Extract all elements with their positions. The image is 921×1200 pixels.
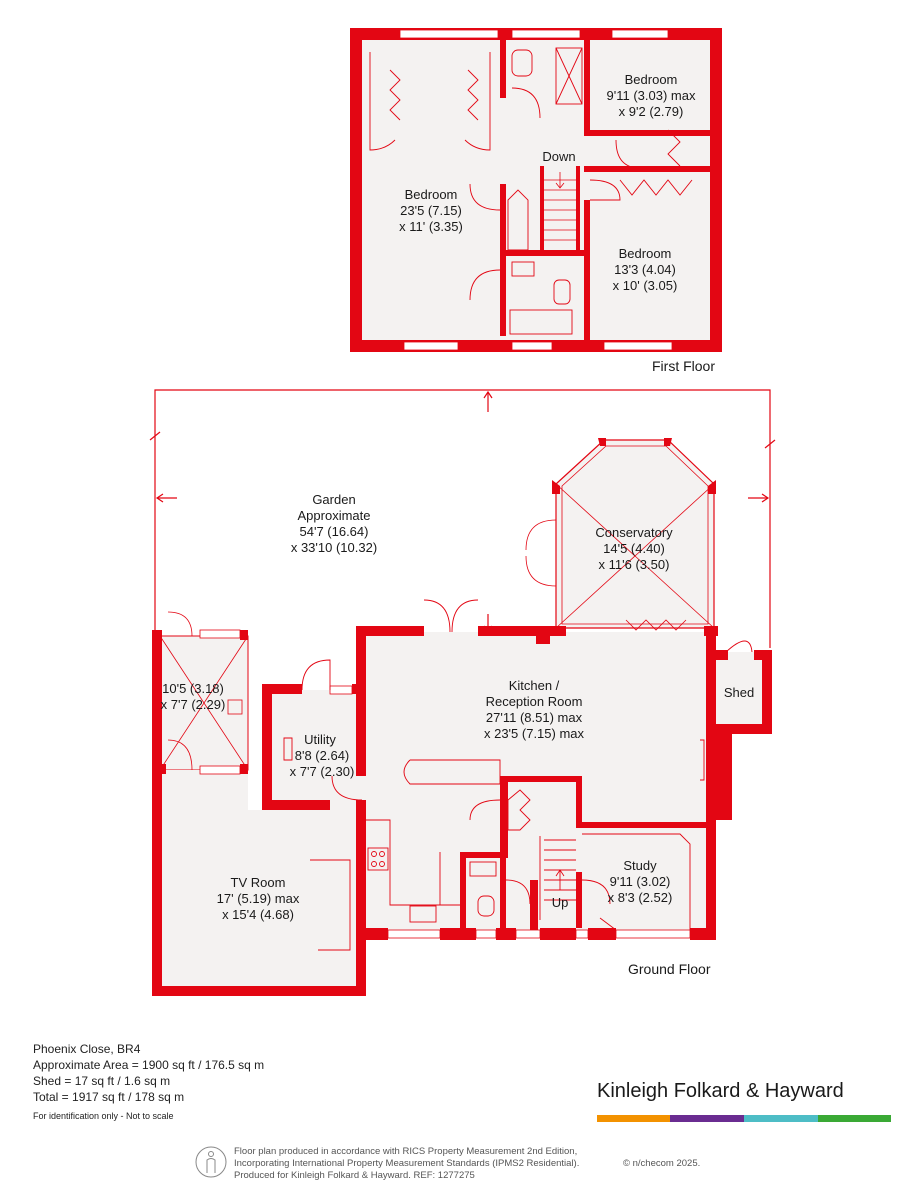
bedroom-2-label: Bedroom	[625, 72, 678, 87]
first-floor-label: First Floor	[652, 358, 715, 374]
disclaimer: For identification only - Not to scale	[33, 1111, 174, 1121]
study-label: Study	[623, 858, 657, 873]
garden-approx-label: Approximate	[298, 508, 371, 523]
reception-room-label: Reception Room	[486, 694, 583, 709]
approximate-area: Approximate Area = 1900 sq ft / 176.5 sq…	[33, 1058, 265, 1072]
ground-floor-label: Ground Floor	[628, 961, 711, 977]
utility-dims-2: x 7'7 (2.30)	[290, 764, 355, 779]
address: Phoenix Close, BR4	[33, 1042, 141, 1056]
conservatory-dims-2: x 11'6 (3.50)	[599, 557, 670, 572]
porch-dims: 10'5 (3.18)	[162, 681, 224, 696]
bedroom-1-dims-2: x 11' (3.35)	[399, 219, 463, 234]
study-dims-2: x 8'3 (2.52)	[608, 890, 673, 905]
footer-line-1: Floor plan produced in accordance with R…	[234, 1146, 578, 1157]
agent-logo-text: Kinleigh Folkard & Hayward	[597, 1080, 844, 1102]
conservatory-label: Conservatory	[595, 525, 673, 540]
property-info: Phoenix Close, BR4 Approximate Area = 19…	[33, 1041, 264, 1124]
first-floor-plan	[350, 28, 722, 352]
footer-line-2: Incorporating International Property Mea…	[234, 1158, 580, 1169]
brand-stripe-teal	[744, 1115, 818, 1122]
kitchen-label: Kitchen /	[509, 678, 560, 693]
bedroom-3-label: Bedroom	[619, 246, 672, 261]
stairs-up-label: Up	[552, 895, 569, 910]
tv-room-dims-2: x 15'4 (4.68)	[222, 907, 294, 922]
tv-room-label: TV Room	[231, 875, 286, 890]
footer-notes: Floor plan produced in accordance with R…	[234, 1146, 579, 1182]
garden-dims-2: x 33'10 (10.32)	[291, 540, 377, 555]
brand-stripe-green	[818, 1115, 891, 1122]
bedroom-2-dims-2: x 9'2 (2.79)	[619, 104, 684, 119]
brand-stripe-orange	[597, 1115, 670, 1122]
bedroom-2-dims: 9'11 (3.03) max	[607, 88, 696, 103]
kitchen-dims-2: x 23'5 (7.15) max	[484, 726, 585, 741]
shed-area: Shed = 17 sq ft / 1.6 sq m	[33, 1074, 171, 1088]
stairs-down-label: Down	[542, 149, 575, 164]
shed-label: Shed	[724, 685, 754, 700]
porch-dims-2: x 7'7 (2.29)	[161, 697, 226, 712]
utility-dims: 8'8 (2.64)	[295, 748, 350, 763]
bedroom-1-label: Bedroom	[405, 187, 458, 202]
bedroom-1-dims: 23'5 (7.15)	[400, 203, 462, 218]
garden-dims: 54'7 (16.64)	[300, 524, 369, 539]
ground-floor-plan	[149, 389, 776, 996]
total-area: Total = 1917 sq ft / 178 sq m	[33, 1090, 185, 1104]
utility-label: Utility	[304, 732, 336, 747]
garden-label: Garden	[312, 492, 355, 507]
study-dims: 9'11 (3.02)	[610, 874, 671, 889]
tv-room-dims: 17' (5.19) max	[217, 891, 300, 906]
nichecom-credit: © n/checom 2025.	[623, 1158, 701, 1169]
person-icon	[195, 1146, 227, 1178]
conservatory-dims: 14'5 (4.40)	[603, 541, 665, 556]
kitchen-dims: 27'11 (8.51) max	[486, 710, 583, 725]
brand-stripe-purple	[670, 1115, 744, 1122]
footer-line-3: Produced for Kinleigh Folkard & Hayward.…	[234, 1170, 475, 1181]
bedroom-3-dims: 13'3 (4.04)	[614, 262, 676, 277]
bedroom-3-dims-2: x 10' (3.05)	[613, 278, 678, 293]
